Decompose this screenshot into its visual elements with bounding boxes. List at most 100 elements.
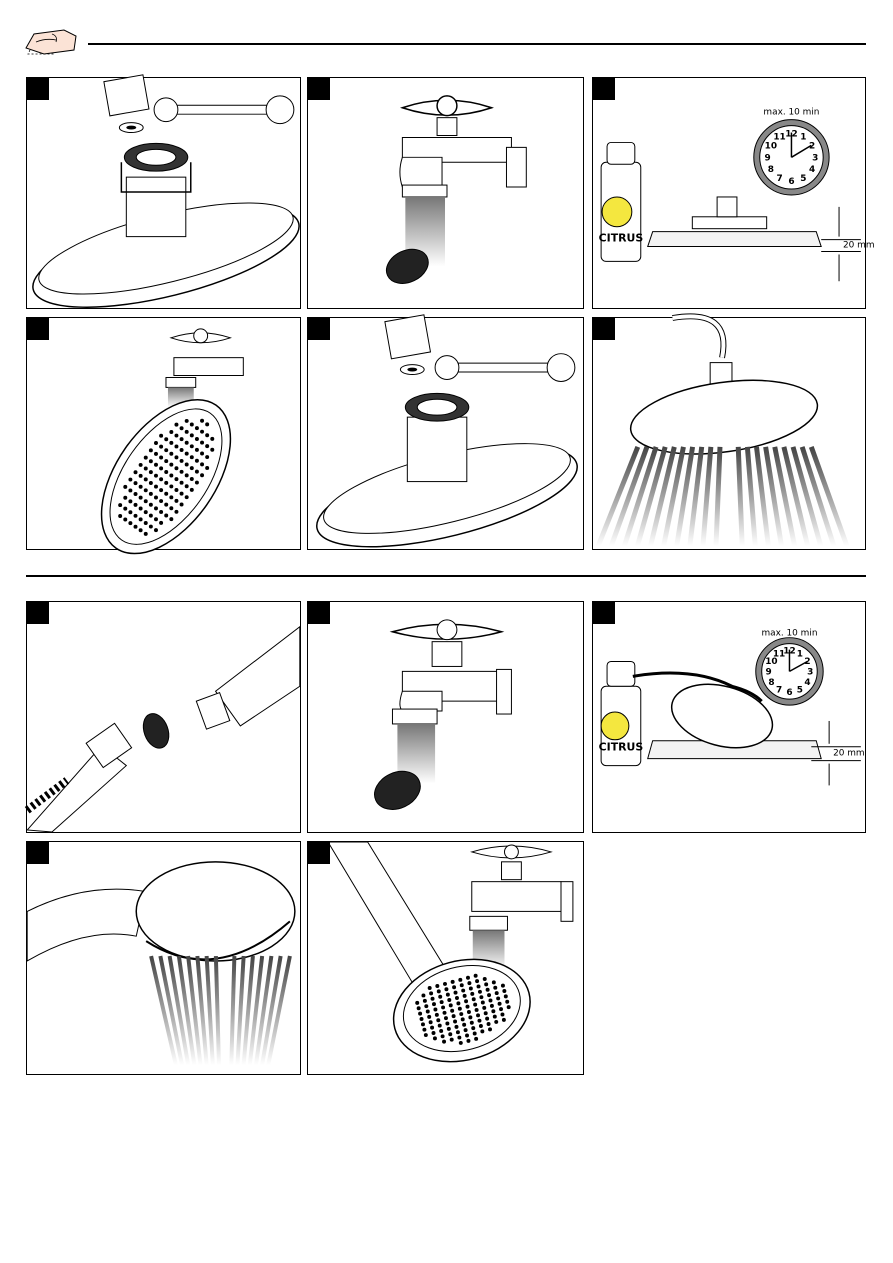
- spray-nozzle: [153, 517, 158, 522]
- spray-nozzle: [488, 998, 493, 1003]
- spray-nozzle: [174, 433, 179, 438]
- spray-nozzle: [492, 1014, 497, 1019]
- spray-nozzle: [164, 459, 169, 464]
- spray-nozzle: [154, 462, 158, 467]
- spray-nozzle: [143, 488, 148, 493]
- spray-nozzle: [210, 436, 215, 441]
- spray-nozzle: [458, 1040, 463, 1045]
- spray-nozzle: [169, 451, 174, 456]
- spray-nozzle: [430, 996, 435, 1001]
- spray-nozzle: [159, 433, 164, 438]
- spray-nozzle: [419, 1016, 424, 1021]
- spray-nozzle: [496, 996, 501, 1001]
- spray-nozzle: [143, 499, 148, 504]
- spray-nozzle: [194, 480, 199, 485]
- spray-nozzle: [164, 491, 169, 496]
- spray-nozzle: [169, 462, 174, 467]
- spray-nozzle: [465, 1033, 470, 1038]
- spray-nozzle: [473, 973, 478, 978]
- spray-nozzle: [477, 1018, 482, 1023]
- spray-nozzle: [434, 1012, 439, 1017]
- spray-nozzle: [428, 1020, 433, 1025]
- spray-nozzle: [420, 1022, 425, 1027]
- water-jet: [648, 446, 677, 547]
- spray-nozzle: [159, 477, 164, 482]
- spray-nozzle: [459, 1012, 464, 1017]
- spray-nozzle: [503, 994, 508, 999]
- spray-nozzle: [123, 517, 128, 522]
- spray-nozzle: [438, 994, 443, 999]
- water-jet: [687, 446, 705, 547]
- spray-nozzle: [164, 502, 169, 507]
- step-number-box: [593, 318, 615, 340]
- citrus-label: CITRUS: [599, 232, 644, 245]
- clock-numeral: 6: [788, 177, 794, 187]
- spray-nozzle: [418, 1011, 423, 1016]
- spray-nozzle: [138, 473, 143, 478]
- step-panel-11: [307, 841, 584, 1075]
- water-jet: [158, 955, 184, 1066]
- spray-nozzle: [184, 462, 189, 467]
- spray-nozzle: [487, 993, 492, 998]
- spray-nozzle: [159, 520, 164, 525]
- spray-nozzle: [479, 995, 484, 1000]
- spray-nozzle: [478, 1024, 483, 1029]
- spray-nozzle: [477, 989, 482, 994]
- spray-nozzle: [148, 524, 153, 529]
- water-jet: [674, 446, 696, 547]
- water-jet: [744, 446, 758, 547]
- spray-nozzle: [148, 481, 153, 485]
- spray-nozzle: [179, 458, 184, 463]
- depth-label: 20 mm: [833, 749, 865, 759]
- spray-nozzle: [494, 1019, 499, 1024]
- spray-nozzle: [179, 469, 184, 474]
- spray-nozzle: [436, 989, 441, 994]
- step-panel-1: [26, 74, 301, 309]
- spray-nozzle: [483, 1011, 488, 1016]
- step-panel-10: [26, 841, 301, 1075]
- spray-nozzle: [205, 433, 210, 438]
- spray-nozzle: [499, 1007, 504, 1012]
- spray-nozzle: [123, 506, 128, 511]
- water-jet: [260, 955, 283, 1066]
- spray-nozzle: [153, 528, 158, 533]
- spray-nozzle: [501, 1017, 506, 1022]
- spray-nozzle: [164, 469, 169, 474]
- spray-nozzle: [452, 985, 457, 990]
- citrus-label: CITRUS: [599, 741, 644, 754]
- step-number-box: [27, 842, 49, 864]
- spray-nozzle: [143, 455, 148, 460]
- spray-nozzle: [505, 999, 510, 1004]
- spray-nozzle: [179, 448, 184, 453]
- spray-nozzle: [128, 499, 133, 504]
- water-jet: [247, 955, 265, 1066]
- spray-nozzle: [169, 517, 174, 522]
- water-jet: [808, 446, 850, 547]
- spray-nozzle: [466, 1010, 471, 1014]
- spray-nozzle: [210, 447, 215, 452]
- water-jet: [186, 955, 203, 1066]
- clock-numeral: 5: [797, 685, 803, 695]
- spray-nozzle: [154, 473, 158, 478]
- spray-nozzle: [200, 429, 205, 434]
- spray-nozzle: [493, 985, 498, 990]
- spray-nozzle: [449, 1037, 454, 1042]
- spray-nozzle: [159, 499, 164, 504]
- spray-nozzle: [450, 979, 455, 984]
- spray-nozzle: [189, 422, 194, 427]
- water-jet: [176, 955, 197, 1066]
- spray-nozzle: [441, 1005, 446, 1010]
- spray-nozzle: [455, 1030, 460, 1035]
- spray-nozzle: [439, 1000, 444, 1005]
- spray-nozzle: [465, 975, 470, 980]
- spray-nozzle: [194, 447, 199, 452]
- spray-nozzle: [174, 509, 179, 514]
- spray-nozzle: [469, 1020, 474, 1025]
- spray-nozzle: [435, 984, 440, 988]
- spray-nozzle: [502, 989, 507, 993]
- spray-nozzle: [184, 495, 189, 500]
- clock-numeral: 11: [773, 133, 785, 143]
- water-jet: [713, 446, 723, 547]
- spray-nozzle: [445, 1021, 450, 1026]
- spray-nozzle: [482, 977, 487, 982]
